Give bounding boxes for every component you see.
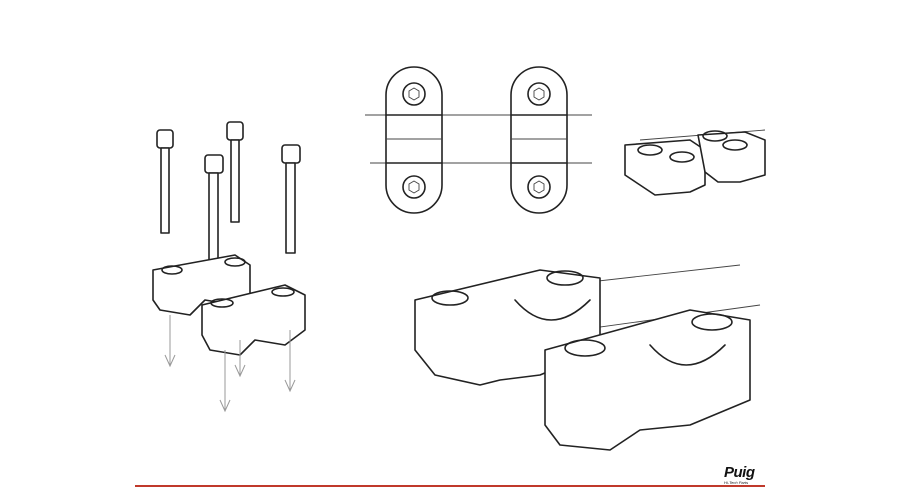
bolt-head-icon (402, 82, 426, 106)
arrow-down-icon (164, 315, 296, 413)
small-perspective-view (624, 129, 766, 196)
logo-wordmark: Puig (724, 466, 755, 481)
bolt (204, 154, 224, 269)
bolt-head-icon (402, 175, 426, 199)
exploded-view (152, 121, 306, 413)
front-view-clamps (365, 66, 592, 214)
brand-logo: Puig Hi-Tech Parts (724, 466, 766, 485)
footer-divider (135, 485, 765, 487)
bolt (226, 121, 244, 223)
clamp-right-front (510, 66, 568, 214)
clamp-left-front (385, 66, 443, 214)
bolt (281, 144, 301, 254)
bolt-head-icon (527, 82, 551, 106)
riser-block-front (201, 284, 306, 356)
logo-tagline: Hi-Tech Parts (724, 480, 749, 485)
large-perspective-view (414, 264, 761, 451)
bolt (156, 129, 174, 234)
bolt-head-icon (527, 175, 551, 199)
